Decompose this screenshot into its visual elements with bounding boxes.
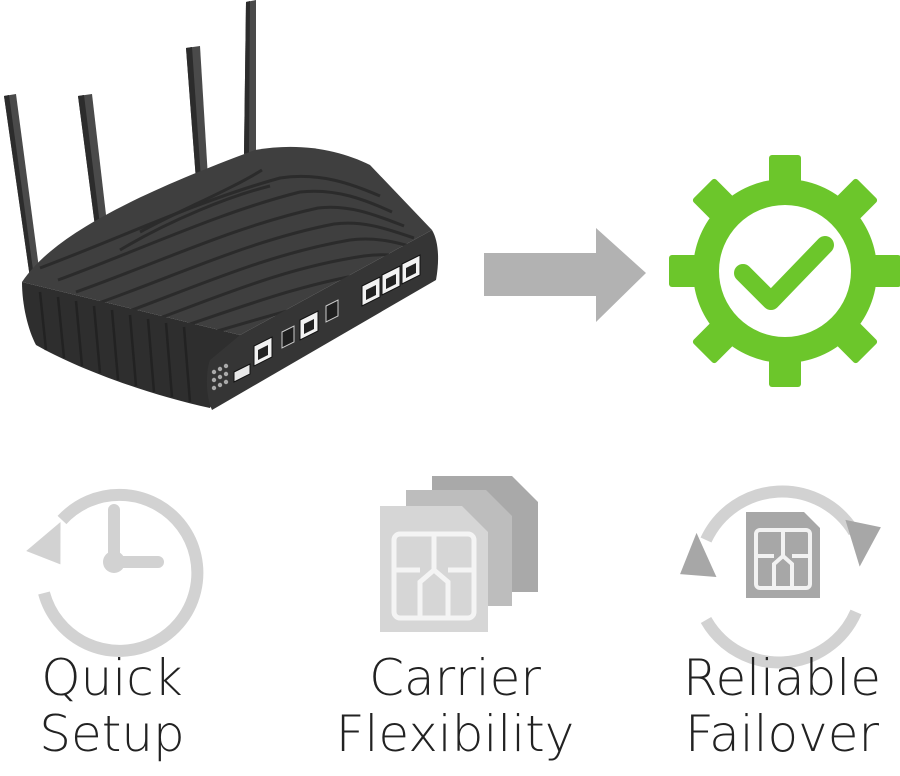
feature-reliable-failover-line2: Failover (684, 705, 880, 763)
feature-quick-setup-line2: Setup (39, 705, 185, 763)
feature-carrier-flexibility-line2: Flexibility (335, 705, 575, 763)
antenna-4 (244, 0, 256, 154)
feature-reliable-failover-line1: Reliable (682, 649, 882, 707)
router-illustration (4, 0, 439, 410)
router-top (22, 146, 432, 335)
arrow-right-icon (484, 228, 646, 322)
sim-cards-stack-icon (380, 476, 538, 632)
antenna-1 (4, 94, 40, 278)
checkmark-icon (734, 236, 834, 310)
clock-refresh-icon (26, 488, 204, 657)
antenna-2 (78, 94, 108, 234)
antenna-3 (186, 46, 208, 180)
router-front-panel (206, 230, 439, 410)
feature-reliable-failover-label: Reliable Failover (632, 650, 900, 762)
gear-check-icon (669, 155, 900, 387)
router-ports (211, 254, 421, 391)
feature-quick-setup-line1: Quick (41, 649, 183, 707)
feature-carrier-flexibility-label: Carrier Flexibility (305, 650, 605, 762)
feature-carrier-flexibility-line1: Carrier (369, 649, 541, 707)
sim-sync-icon (680, 485, 881, 669)
feature-quick-setup-label: Quick Setup (0, 650, 262, 762)
